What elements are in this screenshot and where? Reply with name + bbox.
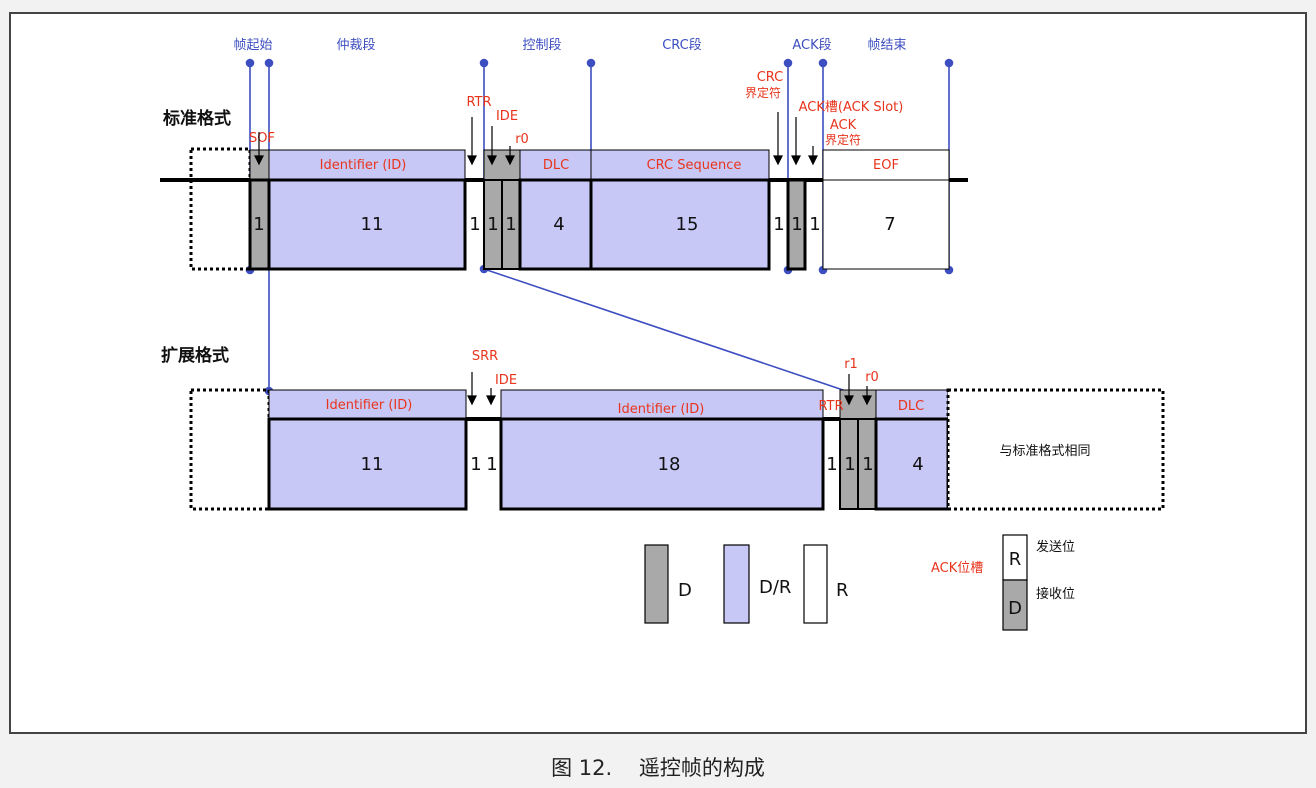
ext-label-r0: r0	[865, 370, 879, 385]
legend-dominant-label: D	[678, 580, 692, 601]
legend-dr-swatch	[723, 544, 750, 624]
std-idle-before	[189, 147, 252, 271]
ext-bits-dlc: 4	[912, 454, 923, 475]
phase-label-eof: 帧结束	[867, 38, 906, 53]
std-bits-dlc: 4	[553, 214, 564, 235]
std-bits-crc-delim: 1	[773, 214, 784, 235]
std-bits-rtr: 1	[469, 214, 480, 235]
std-id-field	[267, 178, 467, 271]
phase-label-control: 控制段	[522, 38, 561, 53]
ext-bits-ide: 1	[486, 454, 497, 475]
ext-bits-r0: 1	[862, 454, 873, 475]
std-label-sof: SOF	[249, 131, 275, 146]
ext-label-rtr: RTR	[818, 399, 843, 414]
legend-ack-recv-label: 接收位	[1036, 586, 1075, 602]
std-bits-ack-slot: 1	[791, 214, 802, 235]
std-label-ack-delim-1: ACK	[830, 118, 857, 133]
legend-ack-send-box	[1002, 534, 1028, 581]
legend-ack-title: ACK位槽	[931, 561, 983, 576]
std-label-crc-delim-2: 界定符	[745, 85, 781, 100]
ext-dlc-field	[874, 417, 950, 511]
std-label-r0: r0	[515, 132, 529, 147]
ext-id-a-field	[267, 417, 468, 511]
legend-dominant-swatch	[644, 544, 669, 624]
legend-ack-r: R	[1009, 549, 1022, 570]
ext-label-identifier-b: Identifier (ID)	[618, 402, 705, 417]
ext-same-as-standard	[946, 388, 1165, 511]
ext-label-dlc: DLC	[898, 399, 924, 414]
figure-caption: 图 12. 遥控帧的构成	[0, 752, 1316, 782]
ctrl-mapping-line	[483, 268, 847, 392]
ext-same-label: 与标准格式相同	[999, 443, 1090, 459]
ext-idle-before	[189, 388, 271, 511]
std-bits-id: 11	[361, 214, 384, 235]
std-label-ack-slot: ACK槽(ACK Slot)	[799, 100, 904, 115]
phase-label-sof: 帧起始	[233, 38, 272, 53]
std-bits-eof: 7	[884, 214, 895, 235]
std-crc-field	[589, 178, 771, 271]
std-bits-crc: 15	[676, 214, 699, 235]
std-label-dlc: DLC	[543, 158, 569, 173]
legend-ack-send-label: 发送位	[1036, 539, 1075, 555]
legend-ack-d: D	[1008, 598, 1022, 619]
ext-bits-id-a: 11	[361, 454, 384, 475]
ext-label-ide: IDE	[495, 373, 517, 388]
ext-id-b-field	[499, 417, 825, 511]
std-label-ide: IDE	[496, 109, 518, 124]
row-title-standard: 标准格式	[163, 108, 231, 129]
ext-label-identifier-a: Identifier (ID)	[326, 398, 413, 413]
std-bits-ide: 1	[487, 214, 498, 235]
std-bits-sof: 1	[253, 214, 264, 235]
caption-title: 遥控帧的构成	[638, 756, 765, 780]
std-bits-r0: 1	[505, 214, 516, 235]
std-label-eof: EOF	[873, 158, 899, 173]
phase-label-ack: ACK段	[792, 38, 831, 53]
legend-dr-label: D/R	[759, 577, 791, 598]
std-ack-slot-field	[786, 178, 807, 271]
std-label-ack-delim-2: 界定符	[825, 132, 861, 147]
legend-recessive-label: R	[836, 580, 849, 601]
ext-label-r1: r1	[844, 357, 858, 372]
std-label-identifier: Identifier (ID)	[320, 158, 407, 173]
std-label-crc-delim-1: CRC	[757, 70, 784, 85]
ext-bits-srr: 1	[470, 454, 481, 475]
std-bits-ack-delim: 1	[809, 214, 820, 235]
phase-label-arbitration: 仲裁段	[336, 37, 375, 53]
ext-bits-rtr: 1	[826, 454, 837, 475]
legend-recessive-swatch	[803, 544, 828, 624]
phase-label-crc: CRC段	[662, 38, 702, 53]
legend-ack-recv-box	[1002, 579, 1028, 631]
ext-label-srr: SRR	[472, 349, 498, 364]
std-label-crc-sequence: CRC Sequence	[647, 158, 742, 173]
caption-figure-number: 图 12.	[551, 756, 613, 780]
std-eof-field	[822, 179, 950, 270]
ext-bits-id-b: 18	[658, 454, 681, 475]
ext-bits-r1: 1	[844, 454, 855, 475]
std-label-rtr: RTR	[466, 95, 491, 110]
row-title-extended: 扩展格式	[161, 345, 229, 366]
std-dlc-field	[518, 178, 593, 271]
